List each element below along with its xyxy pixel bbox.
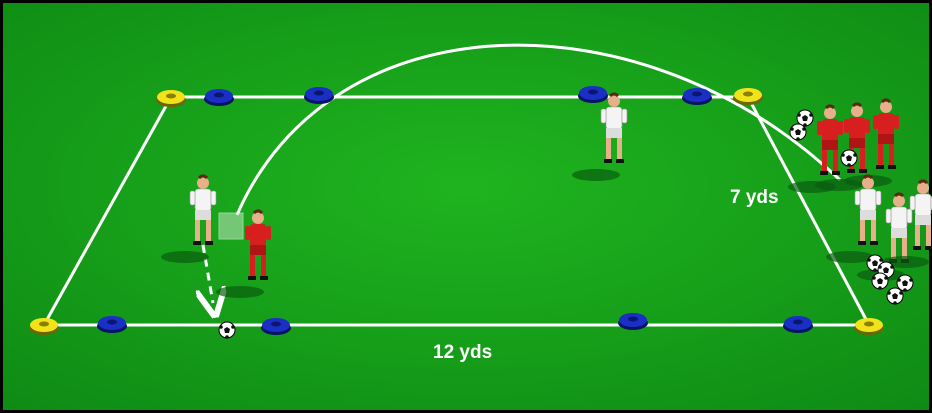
- blue-cone-icon: [204, 89, 234, 106]
- blue-cone-icon: [578, 86, 608, 103]
- receiving-zone: [219, 213, 243, 239]
- blue-cone-icon: [783, 316, 813, 333]
- soccer-ball-icon: [219, 322, 235, 339]
- blue-cone-icon: [261, 318, 291, 335]
- yellow-corner-cone-icon: [854, 318, 884, 335]
- depth-dimension-label: 7 yds: [730, 187, 779, 209]
- soccer-ball-icon: [887, 288, 903, 305]
- yellow-corner-cone-icon: [733, 88, 763, 105]
- soccer-ball-icon: [872, 273, 888, 290]
- blue-cone-icon: [682, 88, 712, 105]
- yellow-corner-cone-icon: [29, 318, 59, 335]
- yellow-corner-cone-icon: [156, 90, 186, 107]
- soccer-ball-icon: [841, 150, 857, 167]
- soccer-ball-icon: [790, 124, 806, 141]
- blue-cone-icon: [618, 313, 648, 330]
- blue-cone-icon: [97, 316, 127, 333]
- width-dimension-label: 12 yds: [433, 342, 492, 364]
- blue-cone-icon: [304, 87, 334, 104]
